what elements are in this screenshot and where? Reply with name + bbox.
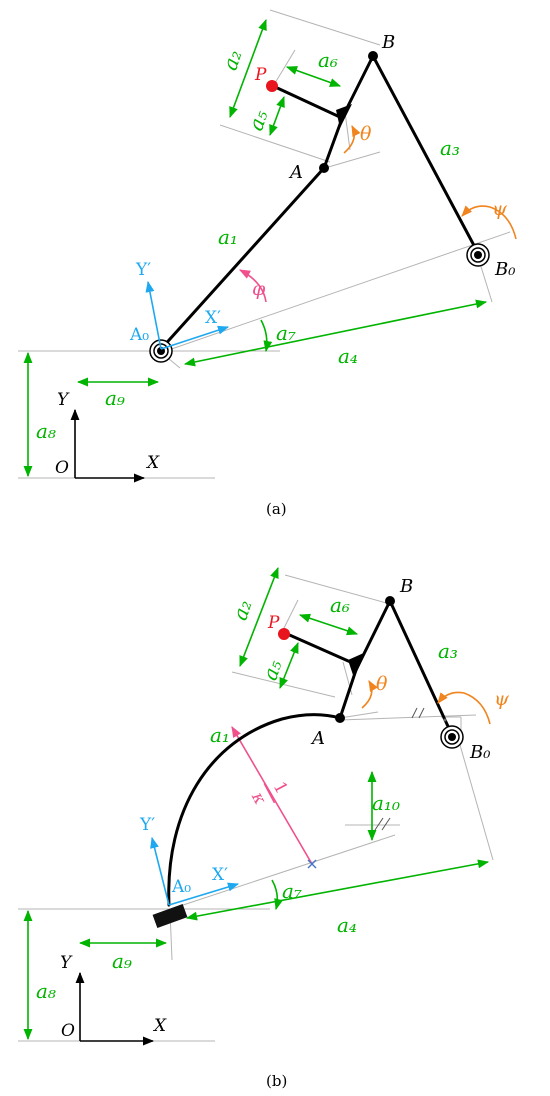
label-a-a: A: [288, 162, 303, 183]
angle-arcs-a: [239, 124, 517, 303]
curvature-denominator: κ: [247, 788, 270, 808]
clamped-base-b: [152, 903, 188, 929]
angle-arcs-b: [361, 680, 491, 725]
joint-a-a: [319, 163, 329, 173]
right-angle-dot-b: [443, 718, 447, 722]
caption-b: (b): [266, 1072, 287, 1090]
links-b: [167, 599, 454, 907]
frame-x-prime-a: X′: [205, 308, 221, 328]
joint-b-a: [368, 51, 378, 61]
dim-a2-b: a₂: [227, 597, 256, 623]
dim-a3-a: a₃: [440, 136, 460, 160]
dim-a1-b: a₁: [210, 723, 230, 747]
dim-a9-a: a₉: [105, 386, 125, 410]
dim-a1-a: a₁: [218, 225, 238, 249]
caption-a: (a): [266, 500, 287, 518]
point-p-a: [266, 80, 278, 92]
frame-arrows-b: [75, 836, 240, 1046]
label-b-a: B: [381, 32, 395, 53]
angle-phi-a: φ: [252, 278, 266, 300]
label-b0-a: B₀: [494, 259, 515, 280]
frame-origin-b: O: [61, 1021, 75, 1041]
curvature-fraction-bar: [263, 783, 276, 804]
panel-b: B P A A₀ B₀ a₁ a₂ a₃ a₄ a₅ a₆ a₇ a₈ a₉ a…: [18, 566, 510, 1090]
joint-a-b: [335, 713, 345, 723]
dim-a6-a: a₆: [318, 48, 338, 72]
label-a0-a: A₀: [129, 325, 149, 345]
dimension-arrows-b: [23, 566, 490, 1041]
frame-arrows-a: [70, 280, 230, 483]
coupler-gusset-b: [348, 652, 366, 678]
angle-theta-a: θ: [360, 123, 372, 145]
dim-a7-b: a₇: [282, 879, 302, 903]
frame-y-prime-a: Y′: [135, 260, 151, 280]
links-a: [159, 54, 480, 351]
frame-x-a: X: [145, 453, 160, 473]
dim-a2-a: a₂: [217, 47, 246, 73]
angle-psi-a: ψ: [492, 198, 508, 220]
label-p-a: P: [254, 65, 267, 85]
joint-b0-b: [440, 725, 464, 749]
angle-theta-b: θ: [376, 673, 388, 695]
frame-x-b: X: [152, 1016, 167, 1036]
label-a0-b: A₀: [171, 877, 191, 897]
dim-a10-b: a₁₀: [372, 791, 400, 815]
label-b-b: B: [399, 576, 413, 597]
curvature-radius-line: [231, 726, 313, 865]
dim-a5-a: a₅: [243, 107, 272, 133]
label-p-b: P: [267, 613, 280, 633]
frame-y-a: Y: [57, 390, 70, 410]
construction-lines-b: [18, 574, 494, 1042]
dim-a6-b: a₆: [330, 593, 350, 617]
curvature-label-b: 1 κ: [247, 778, 292, 808]
dim-a4-a: a₄: [338, 344, 358, 368]
label-a-b: A: [310, 728, 325, 749]
labels-b: B P A A₀ B₀ a₁ a₂ a₃ a₄ a₅ a₆ a₇ a₈ a₉ a…: [36, 576, 510, 1041]
frame-x-prime-b: X′: [212, 865, 228, 885]
frame-y-prime-b: Y′: [139, 815, 155, 835]
dim-a4-b: a₄: [337, 913, 357, 937]
dim-a8-a: a₈: [36, 419, 56, 443]
dim-a9-b: a₉: [112, 949, 132, 973]
curvature-center-b: [307, 859, 317, 869]
joint-a0-a: [149, 339, 173, 363]
dim-a7-a: a₇: [276, 321, 296, 345]
label-b0-b: B₀: [469, 742, 490, 763]
joint-b-b: [385, 596, 395, 606]
dim-a3-b: a₃: [438, 639, 458, 663]
coupler-gusset-a: [336, 104, 352, 128]
dim-a8-b: a₈: [36, 979, 56, 1003]
frame-origin-a: O: [55, 458, 69, 478]
dimension-arrows-a: [23, 18, 488, 478]
joint-b0-a: [466, 243, 490, 267]
frame-y-b: Y: [60, 953, 73, 973]
angle-psi-b: ψ: [494, 688, 510, 710]
panel-a: B P A A₀ B₀ a₁ a₂ a₃ a₄ a₅ a₆ a₇ a₈ a₉ θ…: [18, 9, 517, 518]
point-p-b: [278, 628, 290, 640]
